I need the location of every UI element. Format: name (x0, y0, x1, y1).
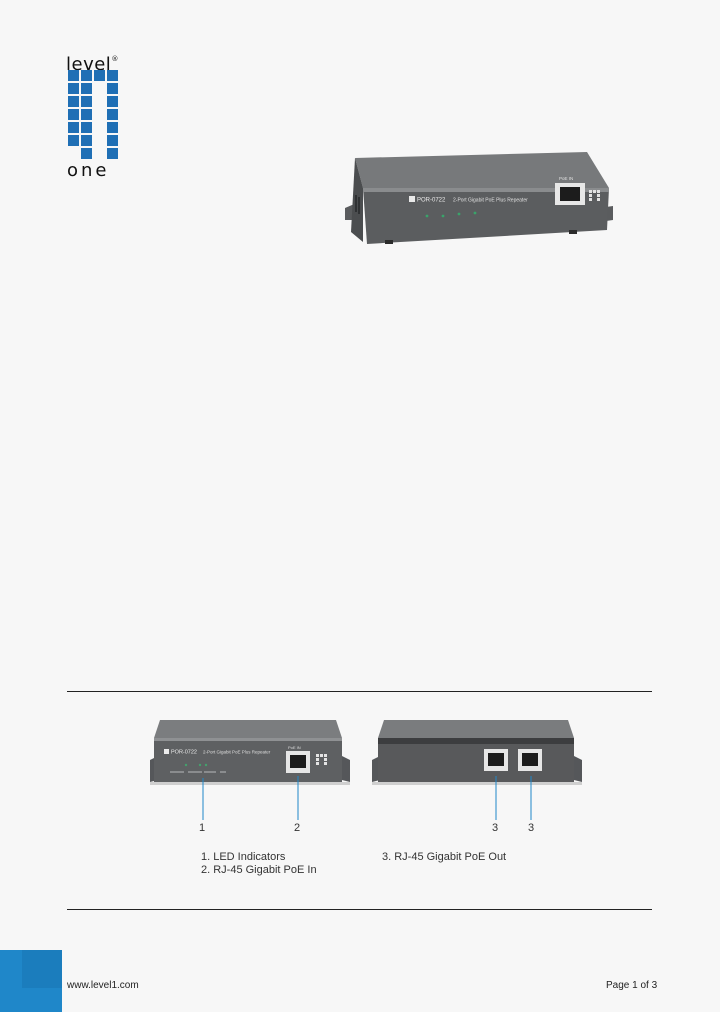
logo-grid-lower-icon (68, 122, 118, 159)
hero-square-mark (409, 196, 415, 202)
footer-accent-inner (22, 950, 62, 988)
legend-item-poe-out: 3. RJ-45 Gigabit PoE Out (382, 851, 507, 863)
legend-item-led-indicators: 1. LED Indicators (201, 851, 286, 863)
logo-wordmark-bottom: one (67, 160, 110, 181)
brand-logo: level® one (66, 50, 122, 180)
section-divider-bottom (67, 909, 652, 910)
legend-left: 1. LED Indicators 2. RJ-45 Gigabit PoE I… (201, 851, 317, 877)
hero-model-label: POR-0722 (417, 198, 446, 204)
callout-1: 1 (199, 822, 206, 834)
front-view-image: POR-0722 2-Port Gigabit PoE Plus Repeate… (150, 720, 350, 792)
front-port-label: PoE IN (288, 745, 301, 750)
legend-right: 3. RJ-45 Gigabit PoE Out (382, 851, 506, 864)
logo-grid-icon (68, 70, 118, 120)
hero-product-image: POR-0722 2-Port Gigabit PoE Plus Repeate… (345, 152, 613, 244)
legend-item-poe-in: 2. RJ-45 Gigabit PoE In (201, 864, 317, 876)
callout-3b: 3 (528, 822, 535, 834)
hero-port-label: PoE IN (559, 176, 573, 181)
section-divider-top (67, 691, 652, 692)
footer-accent-block (0, 950, 62, 1012)
front-model-label: POR-0722 (171, 750, 197, 756)
footer-page-number: Page 1 of 3 (606, 980, 658, 991)
callout-3a: 3 (492, 822, 499, 834)
front-product-label: 2-Port Gigabit PoE Plus Repeater (203, 750, 271, 755)
footer-url[interactable]: www.level1.com (67, 980, 139, 991)
hero-product-label: 2-Port Gigabit PoE Plus Repeater (453, 198, 528, 204)
callout-leaders (202, 790, 532, 820)
logo-wordmark-top: level® (66, 54, 119, 75)
rear-view-image (372, 720, 582, 792)
callout-2: 2 (294, 822, 301, 834)
